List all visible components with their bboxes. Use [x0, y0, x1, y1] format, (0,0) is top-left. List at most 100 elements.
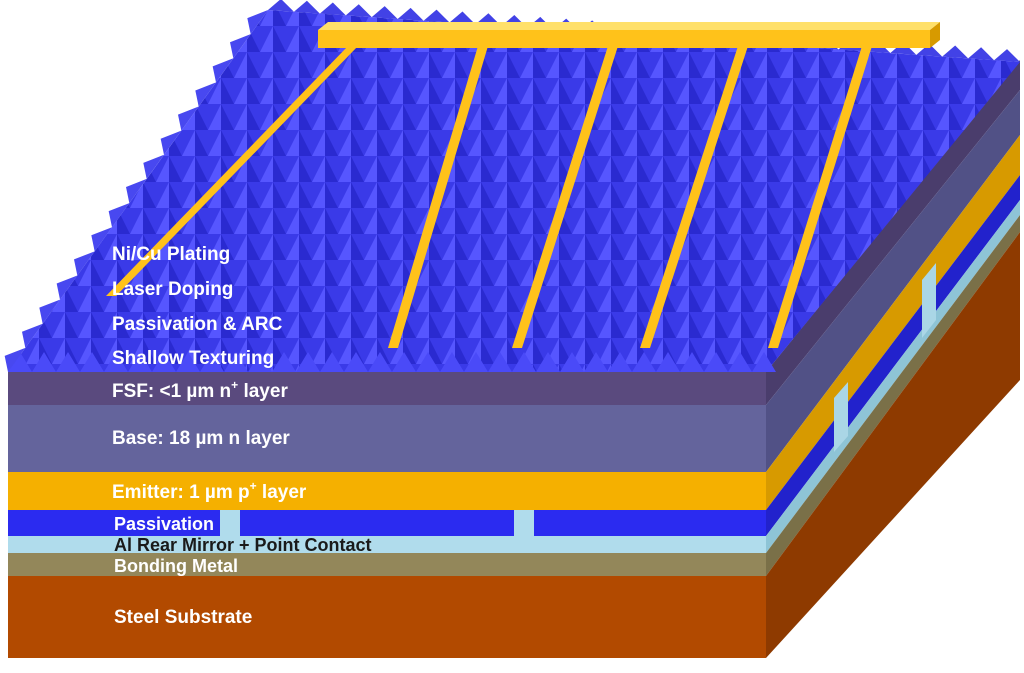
texture-pyramid — [632, 352, 656, 372]
fsf-layer — [8, 372, 766, 405]
label-bonding-metal: Bonding Metal — [114, 556, 238, 576]
texture-pyramid — [22, 323, 43, 348]
texture-pyramid — [178, 106, 199, 131]
texture-pyramid — [4, 347, 26, 372]
texture-pyramid — [942, 45, 969, 59]
texture-pyramid — [56, 352, 80, 372]
texture-pyramid — [916, 43, 943, 57]
bonding-metal-layer — [8, 553, 766, 576]
label-base: Base: 18 µm n layer — [112, 428, 290, 449]
texture-pyramid — [728, 352, 752, 372]
side-point-contact — [922, 263, 936, 338]
texture-pyramid — [200, 352, 224, 372]
texture-pyramid — [176, 352, 200, 372]
metal-fingers — [106, 46, 872, 348]
metal-finger — [388, 46, 488, 348]
label-steel-substrate: Steel Substrate — [114, 607, 252, 628]
label-ni-cu-plating: Ni/Cu Plating — [112, 244, 230, 265]
point-contact — [220, 510, 240, 536]
textured-top-surface — [8, 10, 1020, 372]
texture-pyramid — [397, 7, 424, 21]
texture-pyramid — [224, 352, 248, 372]
texture-pyramid — [247, 10, 268, 35]
base-layer — [8, 405, 766, 472]
texture-pyramid — [91, 227, 112, 252]
texture-pyramid — [440, 352, 464, 372]
texture-pyramid — [293, 0, 320, 14]
texture-pyramid — [8, 352, 32, 372]
busbar — [318, 22, 940, 48]
texture-pyramid — [268, 0, 294, 12]
texture-pyramid — [512, 352, 536, 372]
texture-pyramid — [704, 352, 728, 372]
texture-pyramid — [126, 178, 147, 204]
texture-pyramid — [392, 352, 416, 372]
passivation-layer — [8, 510, 766, 536]
texture-front-edge — [8, 352, 776, 372]
texture-pyramid — [152, 352, 176, 372]
texture-pyramid — [230, 34, 251, 59]
metal-finger — [512, 46, 618, 348]
label-al-rear-mirror: Al Rear Mirror + Point Contact — [114, 535, 372, 555]
stack-right-side — [766, 60, 1020, 658]
label-passivation: Passivation — [114, 514, 214, 534]
texture-pyramid — [416, 352, 440, 372]
texture-pyramid — [104, 352, 128, 372]
texture-pyramid — [248, 352, 272, 372]
texture-pyramid — [423, 9, 450, 23]
texture-pyramid — [32, 352, 56, 372]
al-rear-mirror-layer — [8, 536, 766, 553]
texture-pyramid — [368, 352, 392, 372]
texture-pyramid — [680, 352, 704, 372]
texture-pyramid — [584, 352, 608, 372]
label-fsf: FSF: <1 µm n+ layer — [112, 378, 288, 402]
texture-pyramid — [536, 352, 560, 372]
label-fsf-main: FSF: <1 µm n — [112, 381, 231, 402]
label-fsf-suffix: layer — [238, 381, 288, 402]
texture-pyramid — [994, 49, 1020, 62]
label-emitter: Emitter: 1 µm p+ layer — [112, 479, 307, 503]
label-fsf-sup: + — [231, 378, 238, 392]
metal-finger — [640, 46, 748, 348]
label-emitter-main: Emitter: 1 µm p — [112, 482, 250, 503]
texture-pyramid — [108, 203, 130, 228]
emitter-layer — [8, 472, 766, 510]
texture-pyramid — [80, 352, 104, 372]
texture-pyramid — [128, 352, 152, 372]
texture-pyramid — [488, 352, 512, 372]
texture-pyramid — [752, 352, 776, 372]
texture-pyramid — [656, 352, 680, 372]
point-contact — [514, 510, 534, 536]
texture-pyramid — [39, 299, 60, 324]
texture-pyramid — [560, 352, 584, 372]
steel-substrate-layer — [8, 576, 766, 658]
texture-pyramid — [195, 82, 216, 107]
texture-pyramid — [272, 352, 296, 372]
label-shallow-texturing: Shallow Texturing — [112, 348, 274, 369]
texture-pyramid — [344, 352, 368, 372]
label-laser-doping: Laser Doping — [112, 279, 233, 300]
label-passivation-arc: Passivation & ARC — [112, 314, 283, 335]
metal-finger — [768, 46, 872, 348]
texture-pyramid — [320, 352, 344, 372]
texture-pyramid — [160, 130, 182, 155]
texture-pyramid — [56, 275, 78, 300]
texture-pyramid — [212, 58, 234, 83]
label-emitter-suffix: layer — [257, 482, 307, 503]
texture-pyramid — [319, 2, 346, 16]
texture-pyramid — [74, 251, 95, 276]
texture-pyramid — [968, 47, 995, 61]
texture-pyramid — [608, 352, 632, 372]
texture-pyramid — [464, 352, 488, 372]
texture-pyramid — [345, 4, 372, 18]
metal-finger — [106, 46, 358, 296]
side-point-contact — [834, 382, 848, 452]
texture-pyramid — [449, 11, 476, 25]
texture-pyramid — [890, 41, 917, 55]
texture-pyramid — [371, 6, 398, 19]
label-emitter-sup: + — [250, 479, 257, 493]
texture-pyramid — [143, 154, 164, 179]
texture-pyramid — [296, 352, 320, 372]
